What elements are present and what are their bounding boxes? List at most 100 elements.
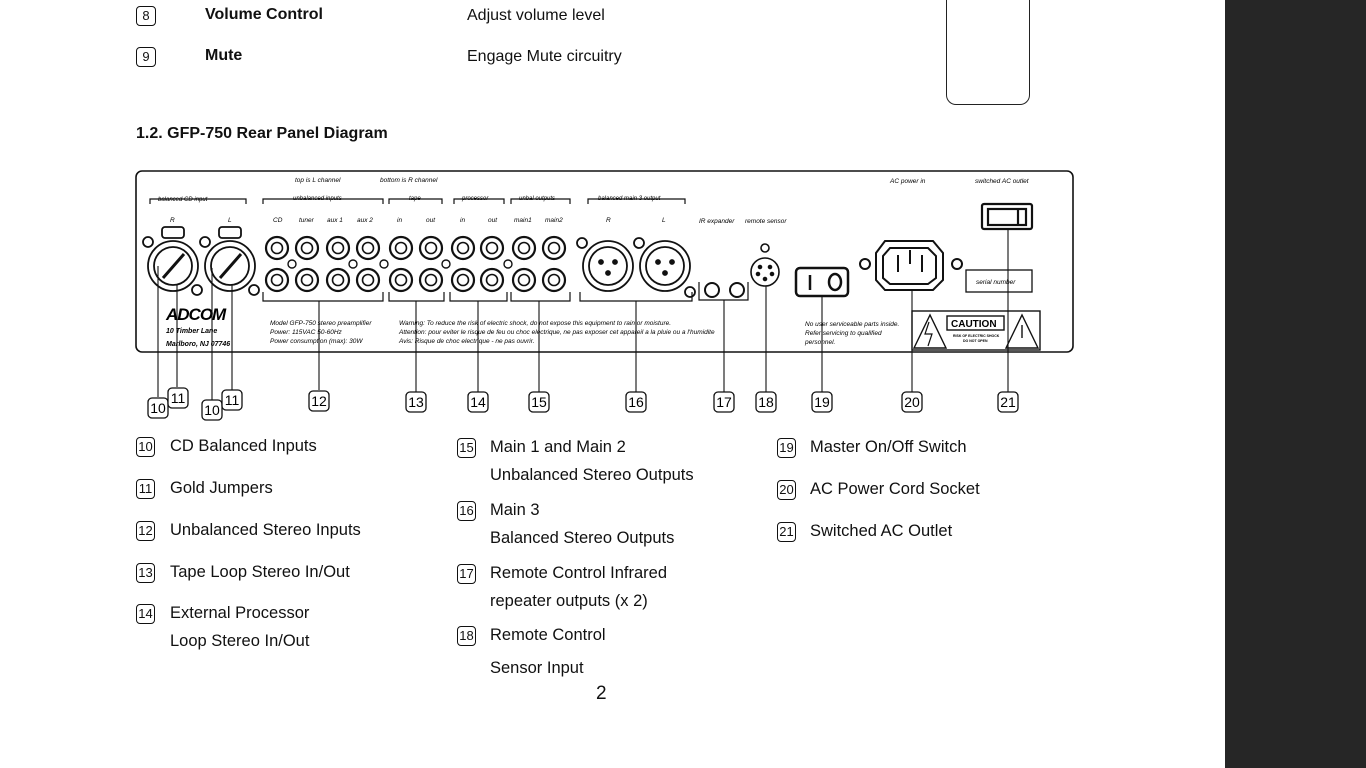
callout-number: 13: [408, 394, 424, 410]
rca-jack-center: [547, 273, 561, 287]
caution-subtext: RISK OF ELECTRIC SHOCK: [953, 334, 1000, 338]
legend-text-14-line1: External Processor: [170, 604, 310, 622]
panel-screw: [287, 259, 297, 269]
rca-jack-center: [547, 241, 561, 255]
label-main3-R: R: [606, 217, 611, 224]
rca-jack: [388, 267, 414, 293]
legend-number-19: 19: [777, 438, 796, 458]
serial-number-plate: [965, 269, 1033, 293]
channel-note-bottom: bottom is R channel: [380, 177, 438, 184]
item-desc-volume-control: Adjust volume level: [467, 7, 605, 24]
callout-box: [528, 391, 550, 413]
label-proc-in: in: [460, 217, 465, 224]
legend-number-20: 20: [777, 480, 796, 500]
panel-screw: [441, 259, 451, 269]
legend-text-13: Tape Loop Stereo In/Out: [170, 563, 350, 581]
rca-jack: [511, 267, 537, 293]
rear-panel-diagram: top is L channel bottom is R channel bal…: [135, 170, 1074, 421]
xlr-main3-output-R: [576, 237, 634, 292]
legend-text-20: AC Power Cord Socket: [810, 480, 980, 498]
rca-jack-center: [517, 241, 531, 255]
legend-text-18-line1: Remote Control: [490, 626, 606, 644]
legend-number-11: 11: [136, 479, 155, 499]
rca-jack-center: [331, 241, 345, 255]
rca-jack-center: [270, 273, 284, 287]
callout-number: 15: [531, 394, 547, 410]
label-aux2: aux 2: [357, 217, 373, 224]
rca-jack-center: [331, 273, 345, 287]
label-proc-out: out: [488, 217, 498, 224]
rca-jack: [418, 235, 444, 261]
legend-text-19: Master On/Off Switch: [810, 438, 967, 456]
rca-jacks: [264, 235, 567, 293]
switched-ac-outlet-socket: [980, 202, 1034, 231]
legend-text-21: Switched AC Outlet: [810, 522, 953, 540]
cd-label-R: R: [170, 217, 175, 224]
rca-jack: [325, 235, 351, 261]
callout-number: 11: [171, 390, 186, 406]
callout-box: [755, 391, 777, 413]
rca-jack: [294, 235, 320, 261]
callout-box: [167, 387, 189, 409]
callout-number: 12: [311, 393, 327, 409]
xlr-cd-input-R: [142, 226, 203, 296]
callout-box: [201, 399, 223, 421]
panel-outline: [135, 170, 1074, 353]
callout-box: [467, 391, 489, 413]
callout-number: 19: [814, 394, 830, 410]
section-title: 1.2. GFP-750 Rear Panel Diagram: [136, 125, 388, 142]
service-line-1: No user serviceable parts inside.: [805, 321, 899, 328]
rca-jack: [294, 267, 320, 293]
callout-number: 18: [758, 394, 774, 410]
group-balanced-main3: balanced main 3 output: [598, 196, 661, 202]
callout-number: 16: [628, 394, 644, 410]
group-balanced-cd: balanced CD input: [158, 197, 208, 203]
callout-number: 10: [204, 402, 220, 418]
ir-expander-jacks: [698, 282, 749, 301]
rca-jack-center: [485, 273, 499, 287]
legend-text-12: Unbalanced Stereo Inputs: [170, 521, 361, 539]
callout-box: [713, 391, 735, 413]
label-main2: main2: [545, 217, 563, 224]
rca-jack: [479, 267, 505, 293]
callout-box: [147, 397, 169, 419]
rca-jack-center: [485, 241, 499, 255]
rca-jack: [355, 267, 381, 293]
caution-subtext-2: DO NOT OPEN: [963, 339, 988, 343]
legend-text-17-line1: Remote Control Infrared: [490, 564, 667, 582]
xlr-cd-input-L: [199, 226, 260, 296]
item-name-mute: Mute: [205, 47, 243, 64]
model-line-1: Model GFP-750 stereo preamplifier: [270, 320, 372, 327]
service-line-2: Refer servicing to qualified: [805, 330, 882, 337]
warning-line-3: Avis: Risque de choc electrique - ne pas…: [398, 338, 535, 345]
ac-power-inlet: [859, 240, 963, 291]
rca-jack-center: [456, 241, 470, 255]
legend-text-15-line2: Unbalanced Stereo Outputs: [490, 466, 694, 484]
page-number: 2: [596, 683, 607, 704]
callout-number: 20: [904, 394, 920, 410]
legend-text-11: Gold Jumpers: [170, 479, 273, 497]
address-line-1: 10 Timber Lane: [166, 328, 217, 335]
group-unbal-outputs: unbal outputs: [519, 196, 555, 202]
callout-box: [997, 391, 1019, 413]
callout-number: 11: [225, 392, 240, 408]
serial-number-label: serial number: [976, 279, 1016, 286]
viewer-side-panel: [1225, 0, 1366, 768]
rca-jack-center: [300, 241, 314, 255]
master-power-switch: [794, 266, 850, 298]
callout-box: [625, 391, 647, 413]
rca-jack: [450, 235, 476, 261]
label-cd: CD: [273, 217, 283, 224]
panel-screw: [348, 259, 358, 269]
callout-box: [901, 391, 923, 413]
caution-label: [911, 310, 1041, 351]
rca-jack-center: [424, 273, 438, 287]
model-line-3: Power consumption (max): 30W: [270, 338, 363, 345]
item-number-8: 8: [136, 6, 156, 26]
legend-text-15-line1: Main 1 and Main 2: [490, 438, 626, 456]
group-processor: processor: [461, 196, 489, 202]
label-aux1: aux 1: [327, 217, 343, 224]
label-ac-power-in: AC power in: [889, 178, 926, 185]
remote-illustration-fragment: [946, 0, 1030, 105]
legend-text-14-line2: Loop Stereo In/Out: [170, 632, 310, 650]
